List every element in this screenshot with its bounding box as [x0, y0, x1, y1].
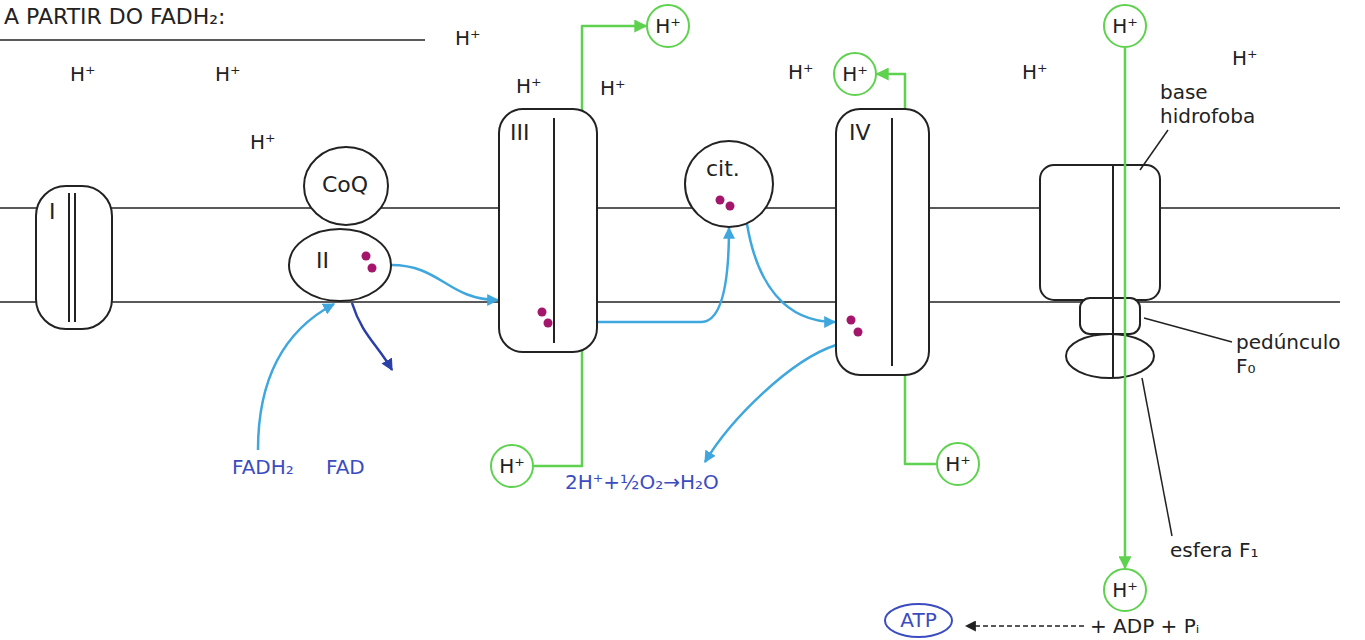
leader-line [1142, 378, 1172, 536]
proton-label: H⁺ [600, 76, 626, 100]
proton-circle: H⁺ [646, 4, 690, 48]
node-text: ATP [900, 609, 936, 632]
complex-divider [891, 118, 893, 366]
title-underline [0, 39, 425, 41]
outline [647, 5, 689, 47]
node-text: IV [849, 120, 871, 145]
electron-dot [368, 264, 377, 273]
reaction-label: + ADP + Pᵢ [1090, 614, 1199, 638]
complex-box: IV [835, 108, 930, 376]
node-text: H⁺ [842, 63, 868, 86]
leader-line [1144, 318, 1232, 342]
node-outline [288, 228, 392, 302]
outline [685, 141, 773, 227]
proton-circle: H⁺ [1103, 568, 1147, 612]
outline [885, 604, 952, 637]
product-label: FAD [326, 455, 365, 479]
node-outline [684, 140, 774, 228]
cytochrome-circle: cit. [684, 140, 774, 228]
complex-divider [68, 193, 70, 322]
leader-line [1140, 130, 1168, 170]
proton-label: H⁺ [516, 74, 542, 98]
proton-arrow [1124, 48, 1127, 568]
outline [36, 186, 112, 329]
electron-dot [716, 196, 725, 205]
outline [499, 109, 597, 352]
atp-synthase-base [1040, 165, 1160, 300]
node-text: H⁺ [499, 455, 525, 478]
electron-arrow [747, 224, 835, 322]
electron-arrow [705, 345, 836, 462]
proton-label: H⁺ [455, 26, 481, 50]
outline [491, 445, 533, 487]
electron-dot [362, 252, 371, 261]
atp-oval: ATP [884, 603, 953, 638]
proton-circle: H⁺ [833, 52, 877, 96]
electron-arrow [598, 228, 729, 322]
reaction-label: 2H⁺+½O₂→H₂O [565, 470, 719, 494]
substrate-label: FADH₂ [232, 455, 294, 479]
proton-label: H⁺ [70, 62, 96, 86]
complex-divider [74, 193, 76, 322]
diagram-title: A PARTIR DO FADH₂: [4, 4, 226, 30]
proton-circle: H⁺ [1103, 4, 1147, 48]
electron-arrow [391, 265, 498, 300]
electron-dot [726, 202, 735, 211]
electron-dot [854, 328, 863, 337]
proton-label: H⁺ [1232, 46, 1258, 70]
complex-divider [553, 118, 555, 343]
node-outline [35, 185, 113, 330]
atp-arrow [966, 625, 1084, 627]
fad-arrow [352, 303, 392, 370]
complex-box: I [35, 185, 113, 330]
proton-circle: H⁺ [936, 442, 980, 486]
node-outline [835, 108, 930, 376]
proton-label: H⁺ [788, 60, 814, 84]
atp-synthase-stalk [1080, 298, 1140, 334]
atp-synthase-channel [1112, 165, 1114, 378]
proton-label: H⁺ [1022, 60, 1048, 84]
outline [1104, 5, 1146, 47]
outline [1104, 569, 1146, 611]
atp-synthase-sphere [1066, 334, 1154, 378]
outline [834, 53, 876, 95]
proton-label: H⁺ [215, 62, 241, 86]
outline [937, 443, 979, 485]
complex-oval: II [288, 228, 392, 302]
complex-box: III [498, 108, 598, 353]
part-label: esfera F₁ [1170, 538, 1258, 562]
node-text: CoQ [322, 172, 368, 197]
node-text: cit. [706, 156, 740, 181]
node-text: H⁺ [655, 15, 681, 38]
electron-dot [847, 316, 856, 325]
node-text: III [510, 120, 529, 145]
outline [304, 147, 388, 225]
node-text: H⁺ [945, 453, 971, 476]
proton-circle: H⁺ [490, 444, 534, 488]
node-text: H⁺ [1112, 15, 1138, 38]
outline [836, 109, 929, 375]
part-label: pedúnculo F₀ [1236, 330, 1354, 378]
coenzyme-circle: CoQ [303, 146, 389, 226]
electron-dot [544, 319, 553, 328]
node-text: H⁺ [1112, 579, 1138, 602]
part-label: base hidrofoba [1160, 80, 1278, 128]
node-text: II [316, 248, 329, 273]
node-text: I [49, 199, 56, 224]
outline [289, 229, 391, 301]
electron-dot [538, 308, 547, 317]
proton-label: H⁺ [250, 130, 276, 154]
electron-arrow [258, 304, 334, 450]
